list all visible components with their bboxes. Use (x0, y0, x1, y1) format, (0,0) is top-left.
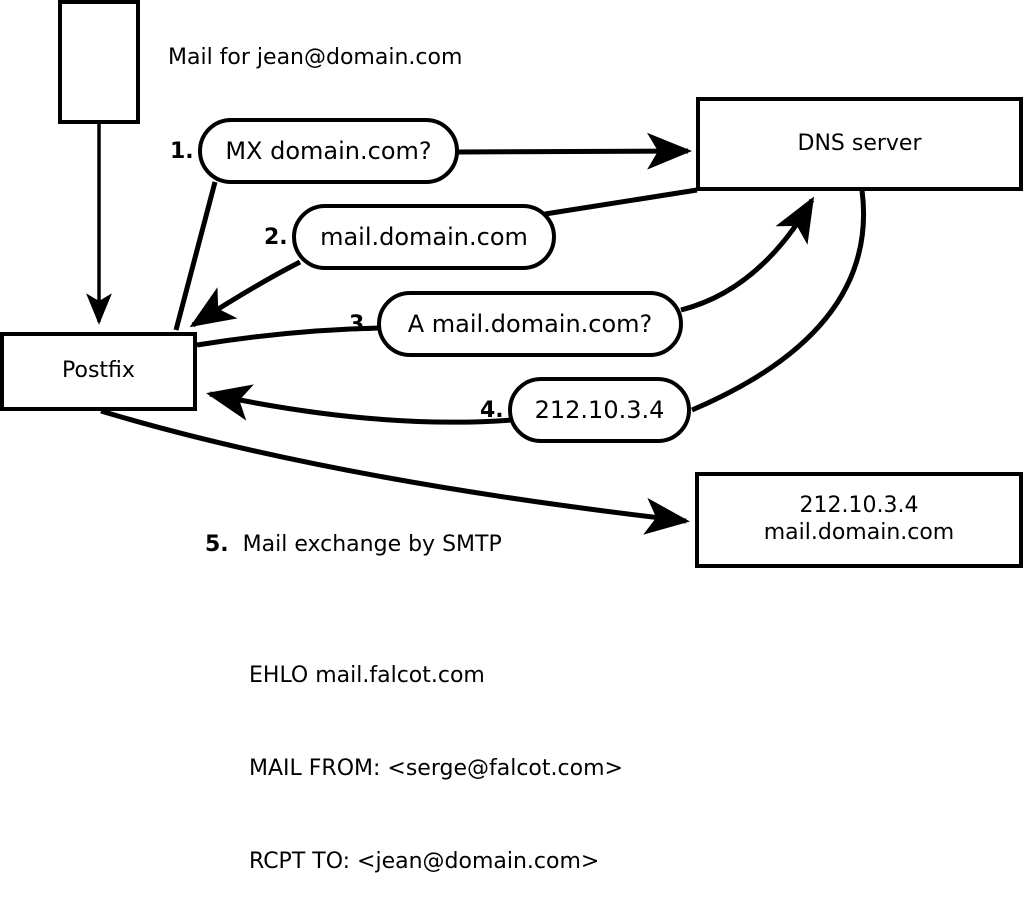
mailserver-box[interactable]: 212.10.3.4 mail.domain.com (695, 472, 1023, 568)
mailserver-ip: 212.10.3.4 (799, 493, 919, 519)
postfix-label: Postfix (62, 358, 135, 384)
mailserver-hostname: mail.domain.com (763, 520, 955, 545)
smtp-transcript: EHLO mail.falcot.com MAIL FROM: <serge@f… (249, 598, 623, 919)
arrow-postfix-to-step1-tail (173, 181, 218, 331)
step-5-row: 5. Mail exchange by SMTP (205, 532, 502, 557)
step-2-label: mail.domain.com (320, 223, 528, 251)
arrow-step1-to-dns (456, 132, 692, 170)
arrow-step3-to-dns (680, 196, 815, 313)
smtp-line: EHLO mail.falcot.com (249, 663, 485, 688)
step-5-label: Mail exchange by SMTP (242, 532, 502, 557)
step-5-number: 5. (205, 532, 229, 557)
step-1-number: 1. (170, 139, 194, 164)
step-3-number: 3. (349, 312, 373, 337)
mail-for-label: Mail for jean@domain.com (168, 45, 463, 70)
postfix-box[interactable]: Postfix (0, 332, 197, 411)
step-3-label: A mail.domain.com? (407, 310, 653, 338)
step-1-bubble[interactable]: MX domain.com? (198, 118, 459, 184)
step-2-bubble[interactable]: mail.domain.com (292, 204, 556, 270)
step-4-label: 212.10.3.4 (534, 396, 665, 424)
arrow-dns-to-step4-tail (691, 189, 866, 413)
step-1-label: MX domain.com? (225, 137, 432, 165)
dns-server-label: DNS server (797, 130, 922, 156)
arrow-dns-to-step2-tail (544, 187, 698, 217)
smtp-line: RCPT TO: <jean@domain.com> (249, 849, 600, 874)
step-4-bubble[interactable]: 212.10.3.4 (508, 377, 691, 443)
dns-server-box[interactable]: DNS server (696, 97, 1023, 191)
arrow-step2-to-postfix (189, 259, 302, 328)
step-2-number: 2. (264, 225, 288, 250)
smtp-line: MAIL FROM: <serge@falcot.com> (249, 756, 623, 781)
arrow-step4-to-postfix (206, 384, 513, 425)
step-3-bubble[interactable]: A mail.domain.com? (377, 291, 683, 357)
sender-box[interactable] (58, 0, 140, 124)
step-4-number: 4. (480, 398, 504, 423)
